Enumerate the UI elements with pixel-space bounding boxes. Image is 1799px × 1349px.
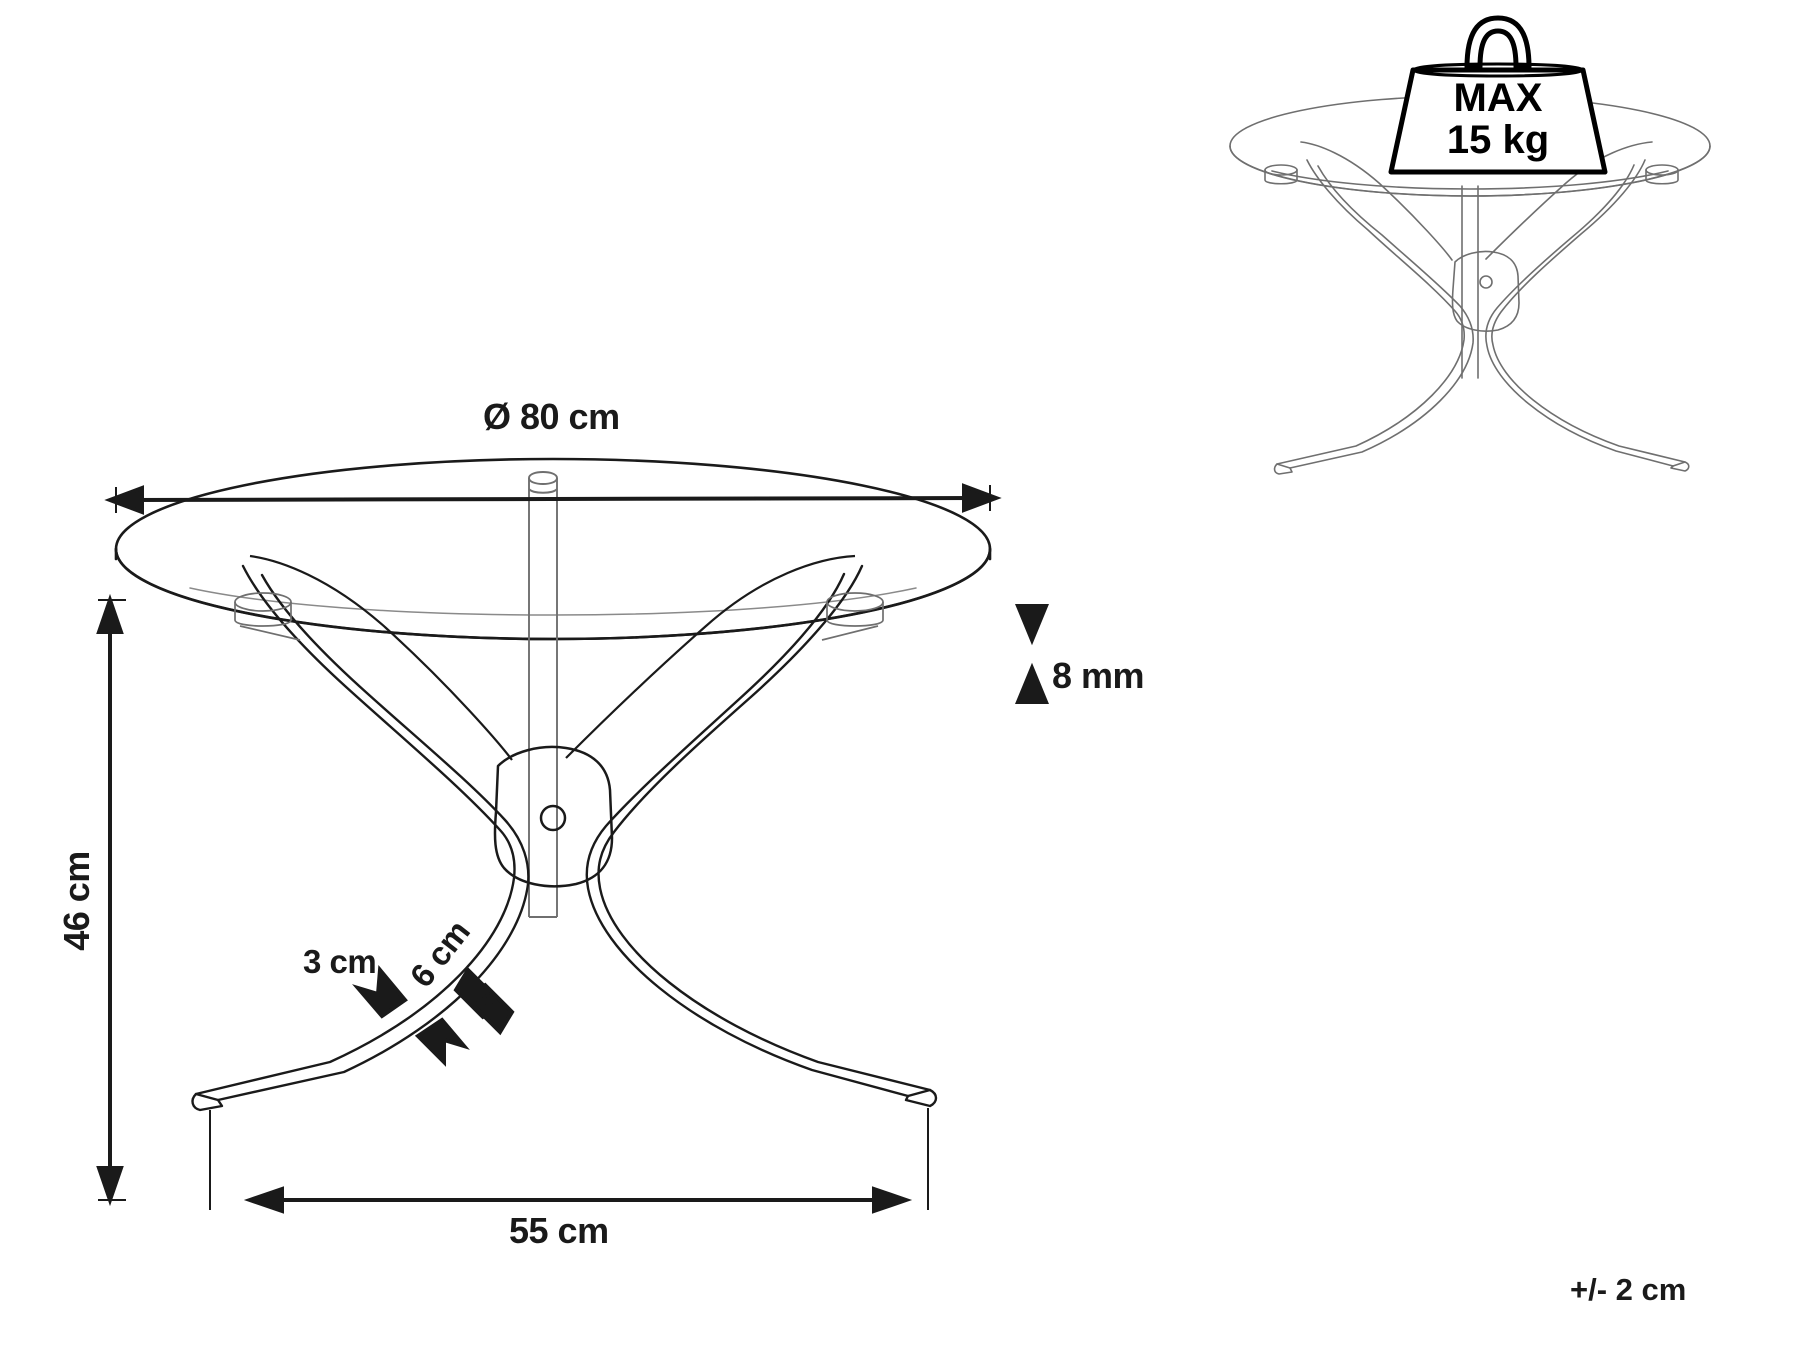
- dimension-diameter-arrow: [104, 483, 1002, 515]
- glass-thickness-dimension-label: 8 mm: [1052, 655, 1145, 696]
- inset-leg-left-outer: [1276, 159, 1466, 465]
- height-dimension-label: 46 cm: [56, 851, 97, 951]
- weight-block-icon: [1388, 15, 1608, 175]
- inset-leg-right-foot: [1670, 461, 1690, 472]
- dimension-leg-width-arrows: [453, 966, 515, 1036]
- dimension-glass-thickness-arrows: [1015, 604, 1049, 704]
- leg-rear-right-edge: [565, 554, 856, 759]
- dimension-height-extension-lines: [98, 599, 126, 1201]
- mount-pad-left-body: [234, 602, 292, 627]
- max-load-value-label: 15 kg: [1446, 118, 1550, 162]
- inset-leg-rear-right: [1485, 141, 1653, 260]
- dimension-base-span-extension-lines: [209, 1108, 929, 1210]
- inset-leg-left-foot: [1273, 463, 1293, 475]
- dimension-diameter-extension-lines: [115, 485, 991, 513]
- inset-glass-underside-rim: [1271, 170, 1669, 190]
- dimension-leg-thickness-arrows: [352, 964, 470, 1067]
- inset-leg-right-outer: [1491, 159, 1686, 463]
- inset-hub-bolt-hole: [1479, 275, 1493, 289]
- tolerance-note: +/- 2 cm: [1570, 1272, 1687, 1307]
- dimension-base-span-arrow: [243, 1186, 913, 1214]
- max-load-label: MAX: [1453, 76, 1543, 120]
- inset-leg-rear-left: [1300, 141, 1453, 261]
- weight-handle: [1464, 15, 1532, 70]
- center-post-top-cap: [528, 471, 558, 485]
- leg-thickness-dimension-label: 3 cm: [303, 943, 377, 980]
- inset-mount-pad-right-top: [1645, 164, 1679, 176]
- leg-left-front-outer: [194, 564, 516, 1096]
- leg-right-foot-cap: [904, 1088, 938, 1108]
- weight-body: [1388, 67, 1608, 175]
- mount-pad-left-stem: [239, 625, 301, 641]
- leg-left-foot-cap: [191, 1092, 224, 1112]
- inset-mount-pad-right-body: [1645, 169, 1679, 185]
- base-hub-plate: [493, 745, 614, 888]
- inset-base-hub-plate: [1451, 250, 1520, 332]
- leg-right-outer: [597, 564, 932, 1092]
- inset-mount-pad-left-body: [1264, 169, 1298, 185]
- inset-leg-right-inner: [1485, 164, 1674, 467]
- glass-top-lower-edge: [114, 547, 992, 641]
- diameter-dimension-label: Ø 80 cm: [483, 396, 620, 437]
- hub-bolt-hole: [539, 804, 567, 832]
- center-post-cap-shoulder: [528, 488, 558, 494]
- mount-pad-right-stem: [821, 625, 879, 641]
- leg-right-inner: [585, 572, 910, 1098]
- weight-body-top-rim: [1411, 62, 1585, 78]
- mount-pad-right-body: [826, 602, 884, 627]
- dimension-height-arrow: [96, 593, 124, 1207]
- inset-glass-top-lower-edge: [1229, 145, 1711, 197]
- leg-rear-left-edge: [249, 554, 513, 761]
- base-span-dimension-label: 55 cm: [509, 1210, 609, 1251]
- inset-leg-left-inner: [1289, 165, 1474, 469]
